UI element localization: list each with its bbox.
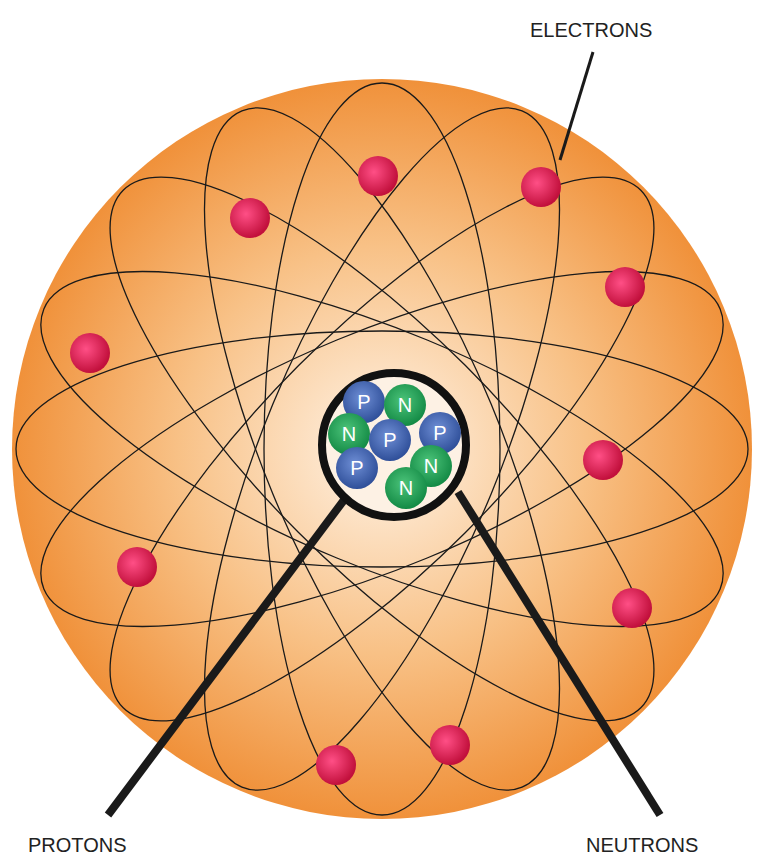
atom-cloud	[12, 79, 752, 819]
leader-line	[560, 52, 593, 160]
leader-line	[458, 492, 660, 815]
nucleon-letter: P	[336, 447, 378, 489]
nucleon-ball: P	[336, 447, 378, 489]
leader-line	[108, 492, 350, 815]
nucleon-ball: N	[385, 467, 427, 509]
part-label: NEUTRONS	[586, 833, 698, 857]
electrons	[70, 156, 652, 785]
part-label: ELECTRONS	[530, 18, 652, 42]
nucleon-ball: P	[369, 419, 411, 461]
part-label: PROTONS	[28, 833, 127, 857]
nucleon-letter: N	[385, 467, 427, 509]
electron-orbits	[0, 66, 764, 833]
nucleon-letter: P	[369, 419, 411, 461]
nucleus-ring	[322, 373, 466, 517]
